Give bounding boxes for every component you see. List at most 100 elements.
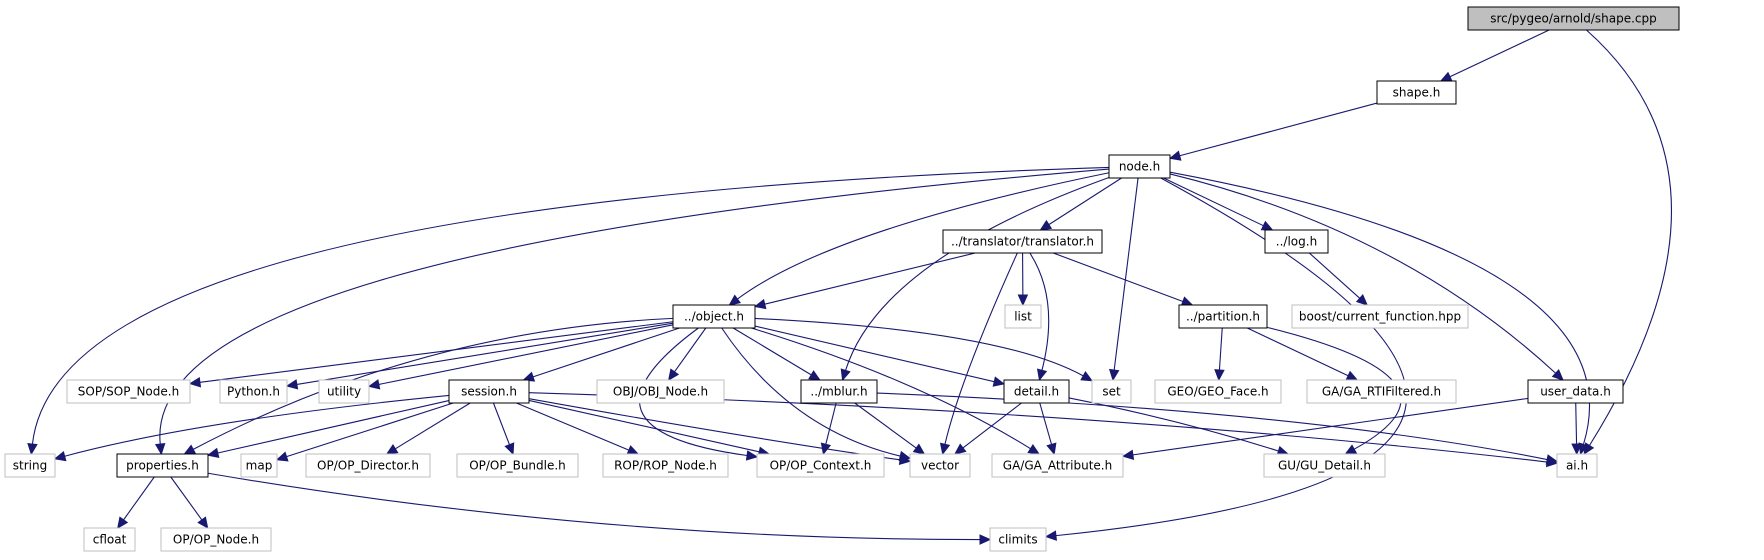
edge-line [1029, 252, 1050, 371]
edge-line [639, 327, 748, 457]
node-box [4, 453, 56, 478]
node-properties-h[interactable]: properties.h [116, 453, 209, 478]
edge-line [721, 327, 901, 457]
node-box [456, 453, 579, 478]
edge-arrowhead [840, 368, 851, 382]
edge-object_h-to-sop_node [188, 321, 674, 388]
node-shape-cpp[interactable]: src/pygeo/arnold/shape.cpp [1467, 6, 1680, 31]
node-box [318, 379, 370, 404]
edge-line [1179, 102, 1378, 157]
edge-object_h-to-op_context [639, 327, 759, 461]
edge-mblur_h-to-ai_h [876, 392, 1559, 465]
edge-arrowhead [1214, 369, 1225, 382]
node-label: properties.h [126, 459, 199, 473]
edge-object_h-to-set [754, 317, 1094, 382]
edge-object_h-to-obj_node [667, 327, 707, 381]
node-geo-face: GEO/GEO_Face.h [1154, 379, 1282, 404]
edge-node_h-to-string [27, 166, 1110, 456]
edge-arrowhead [1044, 530, 1057, 541]
node-layer: src/pygeo/arnold/shape.cpp shape.h node.h.… [4, 6, 1680, 552]
edge-line [962, 402, 1022, 449]
node-box [596, 379, 725, 404]
node-box [1263, 453, 1386, 478]
node-cfloat: cfloat [83, 527, 136, 552]
node-mblur-h[interactable]: ../mblur.h [800, 379, 878, 404]
edge-line [492, 402, 510, 445]
edge-shape_h-to-node_h [1168, 102, 1378, 161]
node-op-context: OP/OP_Context.h [756, 453, 885, 478]
edge-mblur_h-to-vector [854, 402, 926, 455]
edge-line [123, 476, 155, 521]
node-label: ../translator/translator.h [951, 235, 1094, 249]
edge-arrowhead [1121, 449, 1135, 461]
node-climits: climits [989, 527, 1047, 552]
node-box [991, 453, 1124, 478]
edge-line [217, 400, 450, 454]
edge-arrowhead [1027, 443, 1041, 455]
node-ga-rti: GA/GA_RTIFiltered.h [1306, 379, 1457, 404]
edge-arrowhead [117, 516, 129, 529]
node-label: SOP/SOP_Node.h [78, 385, 179, 399]
node-op-bundle: OP/OP_Bundle.h [456, 453, 579, 478]
edge-session_h-to-properties_h [206, 400, 450, 459]
node-object-h[interactable]: ../object.h [672, 304, 756, 329]
edge-line [395, 402, 471, 450]
node-partition-h[interactable]: ../partition.h [1178, 304, 1268, 329]
node-shape-h[interactable]: shape.h [1376, 80, 1457, 105]
node-ga-attribute: GA/GA_Attribute.h [991, 453, 1124, 478]
edge-node_h-to-mblur_h [840, 176, 1110, 382]
node-box [1091, 379, 1132, 404]
edge-arrowhead [1545, 454, 1559, 465]
node-box [66, 379, 191, 404]
node-detail-h[interactable]: detail.h [1003, 379, 1070, 404]
node-box [672, 304, 756, 329]
node-label: ai.h [1566, 459, 1588, 473]
edge-arrowhead [385, 444, 399, 455]
node-user-data-h[interactable]: user_data.h [1527, 379, 1624, 404]
edge-translator_h-to-list [1017, 252, 1029, 307]
node-label: ../object.h [684, 310, 744, 324]
node-box [1527, 379, 1624, 404]
edge-object_h-to-mblur_h [732, 327, 821, 381]
node-label: session.h [461, 385, 517, 399]
edge-line [845, 176, 1110, 371]
edge-line [754, 325, 995, 383]
edge-object_h-to-python_h [285, 322, 674, 390]
node-session-h[interactable]: session.h [448, 379, 530, 404]
edge-arrowhead [1108, 368, 1120, 382]
edge-arrowhead [667, 368, 680, 381]
node-box [756, 453, 885, 478]
edge-arrowhead [197, 516, 209, 529]
node-box [1291, 304, 1469, 329]
edge-line [1055, 177, 1407, 537]
edge-arrowhead [728, 294, 741, 306]
edge-object_h-to-ga_attribute [751, 327, 1041, 455]
edge-arrowhead [1036, 368, 1048, 382]
node-gu-detail: GU/GU_Detail.h [1263, 453, 1386, 478]
node-boost-cf: boost/current_function.hpp [1291, 304, 1469, 329]
node-label: OP/OP_Context.h [770, 459, 872, 473]
node-box [1467, 6, 1680, 31]
edge-arrowhead [753, 298, 767, 310]
node-box [1556, 453, 1598, 478]
node-box [909, 453, 971, 478]
edge-mblur_h-to-op_context [820, 402, 837, 456]
edge-arrowhead [154, 443, 166, 456]
edge-partition_h-to-geo_face [1214, 327, 1225, 382]
edge-node_h-to-climits [1044, 177, 1407, 541]
node-node-h[interactable]: node.h [1108, 154, 1171, 179]
edge-arrowhead [367, 379, 381, 390]
edge-line [876, 392, 1548, 461]
node-label: utility [327, 385, 361, 399]
node-translator-h[interactable]: ../translator/translator.h [942, 229, 1103, 254]
node-box [1004, 304, 1042, 329]
edge-session_h-to-op_bundle [492, 402, 515, 456]
edge-arrowhead [1039, 219, 1053, 231]
node-log-h[interactable]: ../log.h [1264, 229, 1329, 254]
node-label: shape.h [1393, 86, 1441, 100]
edge-arrowhead [27, 442, 38, 456]
node-label: GA/GA_RTIFiltered.h [1322, 385, 1441, 399]
edge-line [751, 327, 1031, 450]
edge-line [532, 327, 680, 378]
